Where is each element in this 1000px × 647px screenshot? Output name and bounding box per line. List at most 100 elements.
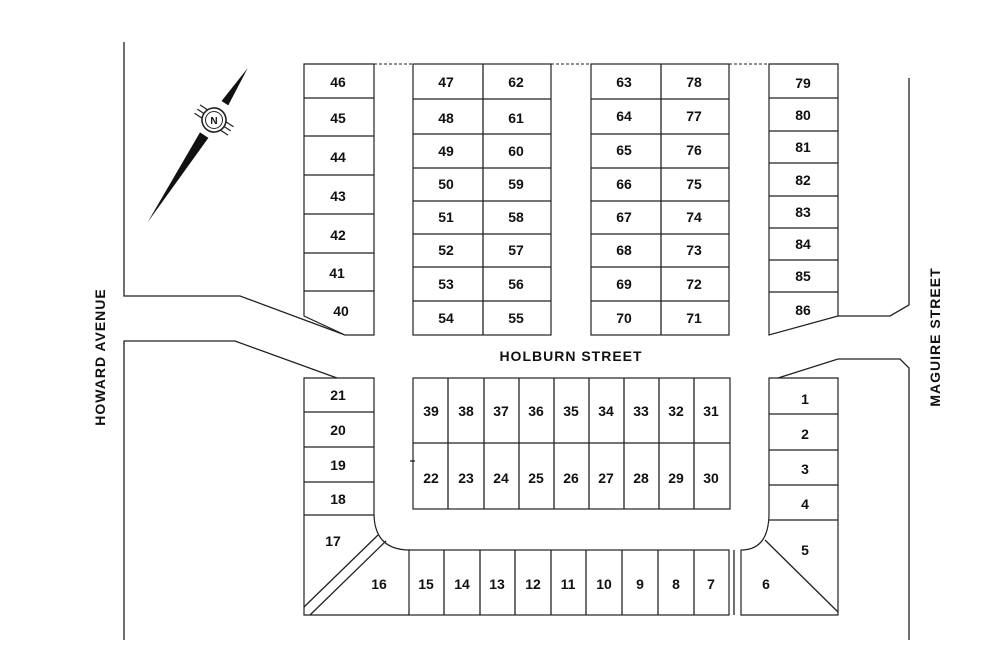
lot-57: 57 [508,242,524,258]
lot-22: 22 [423,470,439,486]
lot-7: 7 [707,576,715,592]
lot-45: 45 [330,110,346,126]
lot-24: 24 [493,470,509,486]
lot-6: 6 [762,576,770,592]
lot-25: 25 [528,470,544,486]
top-block-b-lots: 63 64 65 66 67 68 69 70 78 77 76 75 74 7… [590,63,730,336]
lot-2: 2 [801,426,809,442]
lot-3: 3 [801,461,809,477]
lot-28: 28 [633,470,649,486]
lot-47: 47 [438,74,454,90]
lot-78: 78 [686,74,702,90]
lot-84: 84 [795,236,811,252]
lot-41: 41 [329,265,345,281]
lot-11: 11 [561,576,576,592]
lot-20: 20 [330,422,346,438]
lot-8: 8 [672,576,680,592]
street-label-howard: HOWARD AVENUE [92,288,108,425]
lot-14: 14 [454,576,470,592]
lot-23: 23 [458,470,474,486]
lot-79: 79 [795,75,811,91]
lot-33: 33 [633,403,649,419]
lot-82: 82 [795,172,811,188]
lot-77: 77 [686,108,702,124]
lot-4: 4 [801,496,809,512]
lot-80: 80 [795,107,811,123]
lot-76: 76 [686,142,702,158]
lot-34: 34 [598,403,614,419]
lot-1: 1 [801,391,809,407]
lot-64: 64 [616,108,632,124]
lot-31: 31 [703,403,719,419]
lot-21: 21 [330,387,346,403]
lot-16: 16 [371,576,387,592]
lot-83: 83 [795,204,811,220]
lot-10: 10 [596,576,612,592]
lot-63: 63 [616,74,632,90]
lot-51: 51 [438,209,454,225]
bottom-east-lots: 1 2 3 4 5 6 [733,377,839,616]
lot-85: 85 [795,268,811,284]
lot-29: 29 [668,470,684,486]
lot-52: 52 [438,242,454,258]
bottom-row-lots: 15 14 13 12 11 10 9 8 7 [408,549,730,616]
lot-36: 36 [528,403,544,419]
lot-27: 27 [598,470,614,486]
lot-55: 55 [508,310,524,326]
central-block-lots: 39 38 37 36 35 34 33 32 31 22 23 24 25 2… [410,377,731,510]
lot-50: 50 [438,176,454,192]
lot-30: 30 [703,470,719,486]
bottom-west-lots: 21 20 19 18 17 16 [303,377,411,616]
lot-73: 73 [686,242,702,258]
lot-81: 81 [795,139,811,155]
lot-38: 38 [458,403,474,419]
lot-86: 86 [795,302,811,318]
lot-18: 18 [330,491,346,507]
lot-59: 59 [508,176,524,192]
road-lines [123,42,910,640]
lot-17: 17 [325,533,341,549]
street-label-holburn: HOLBURN STREET [499,348,642,364]
lot-13: 13 [489,576,505,592]
lot-37: 37 [493,403,509,419]
lot-54: 54 [438,310,454,326]
lot-5: 5 [801,542,809,558]
lot-56: 56 [508,276,524,292]
lot-35: 35 [563,403,579,419]
lot-67: 67 [616,209,632,225]
lot-15: 15 [418,576,434,592]
top-east-lots: 79 80 81 82 83 84 85 86 [768,63,839,336]
north-arrow-icon [147,68,248,223]
lot-39: 39 [423,403,439,419]
lot-32: 32 [668,403,684,419]
lot-74: 74 [686,209,702,225]
lot-68: 68 [616,242,632,258]
lot-70: 70 [616,310,632,326]
lot-75: 75 [686,176,702,192]
lot-60: 60 [508,143,524,159]
lot-19: 19 [330,457,346,473]
lot-58: 58 [508,209,524,225]
lot-61: 61 [508,110,524,126]
lot-40: 40 [333,303,349,319]
lot-9: 9 [636,576,644,592]
lot-53: 53 [438,276,454,292]
top-block-a-lots: 47 48 49 50 51 52 53 54 62 61 60 59 58 5… [412,63,552,336]
north-arrow-label: N [210,116,217,127]
lot-26: 26 [563,470,579,486]
lot-44: 44 [330,149,346,165]
lot-48: 48 [438,110,454,126]
lot-66: 66 [616,176,632,192]
lot-42: 42 [330,227,346,243]
lot-12: 12 [525,576,541,592]
lot-69: 69 [616,276,632,292]
lot-71: 71 [686,310,702,326]
lot-46: 46 [330,74,346,90]
lot-43: 43 [330,188,346,204]
street-label-maguire: MAGUIRE STREET [927,267,943,406]
lot-72: 72 [686,276,702,292]
top-west-lots: 46 45 44 43 42 41 40 [303,63,375,336]
lot-62: 62 [508,74,524,90]
lot-49: 49 [438,143,454,159]
